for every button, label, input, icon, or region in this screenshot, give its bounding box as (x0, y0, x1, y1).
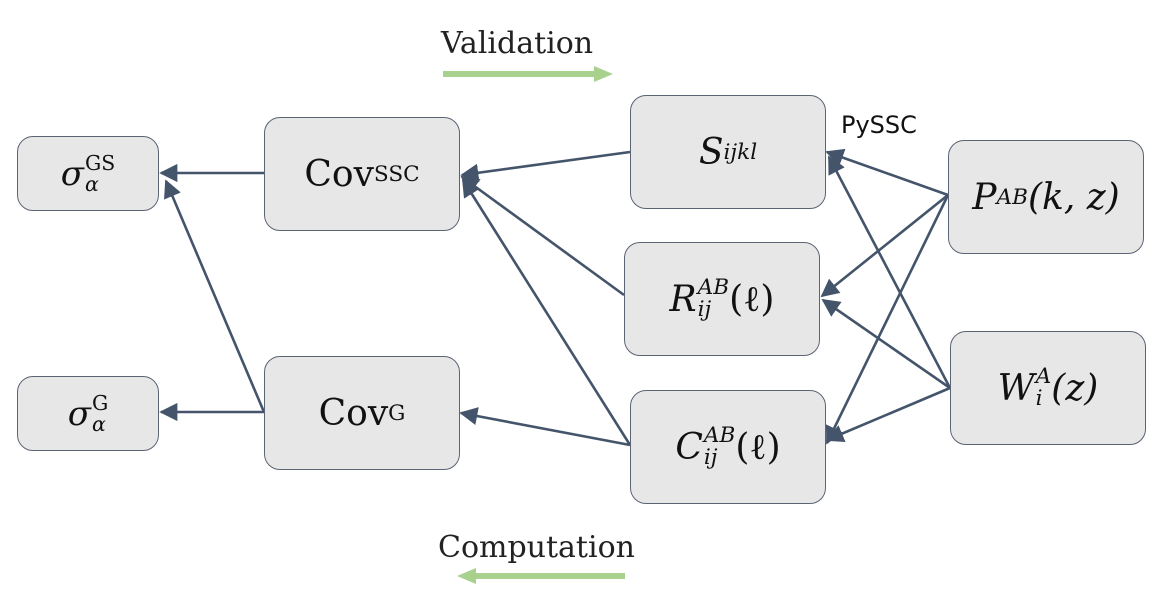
r-ab-sub: ij (697, 297, 712, 322)
s-ijkl-base: S (698, 131, 724, 173)
edge-wa-to-sijkl (827, 155, 952, 389)
p-ab-base: P (972, 176, 997, 218)
c-ab-arg: (ℓ) (735, 427, 781, 468)
c-ab-base: C (675, 426, 703, 468)
edge-covg-to-sigmags (164, 179, 266, 413)
s-ijkl-sub: ijkl (723, 139, 758, 165)
c-ab-sub: ij (703, 445, 718, 470)
edge-wa-to-cab (825, 386, 951, 443)
r-ab-arg: (ℓ) (729, 279, 775, 320)
c-ab-sup: AB (703, 423, 736, 449)
sigma-gs-sub: α (84, 171, 99, 196)
cov-g-sub: G (388, 400, 406, 426)
computation-arrow (457, 568, 625, 584)
cov-g-base: Cov (318, 392, 389, 434)
p-ab-arg: (k, z) (1027, 176, 1120, 218)
edge-wa-to-rab (821, 298, 951, 390)
w-a-sub: i (1035, 386, 1043, 411)
sigma-g-sub: α (91, 411, 106, 436)
sigma-g-sup: G (91, 391, 109, 416)
sigma-g-base: σ (67, 393, 91, 434)
sigma-gs-base: σ (60, 153, 84, 194)
validation-arrow (443, 66, 613, 82)
cov-ssc-sub: SSC (373, 161, 420, 187)
edge-cab-to-covg (459, 407, 631, 447)
edge-pab-to-cab (825, 194, 950, 445)
validation-label: Validation (441, 26, 594, 61)
edge-cab-to-covssc (461, 178, 632, 446)
r-ab-base: R (669, 278, 697, 320)
computation-label: Computation (438, 530, 635, 565)
edge-rab-to-covssc (460, 175, 625, 297)
edge-pab-to-sijkl (825, 148, 949, 197)
pyssc-label: PySSC (841, 111, 917, 139)
edge-pab-to-rab (820, 193, 949, 298)
r-ab-sup: AB (697, 275, 730, 301)
w-a-sup: A (1035, 364, 1052, 390)
w-a-arg: (z) (1051, 367, 1099, 409)
sigma-gs-sup: GS (84, 151, 116, 176)
p-ab-sub: AB (996, 184, 1028, 210)
cov-ssc-base: Cov (304, 153, 374, 195)
w-a-base: W (997, 367, 1035, 409)
edge-sijkl-to-covssc (460, 150, 631, 182)
